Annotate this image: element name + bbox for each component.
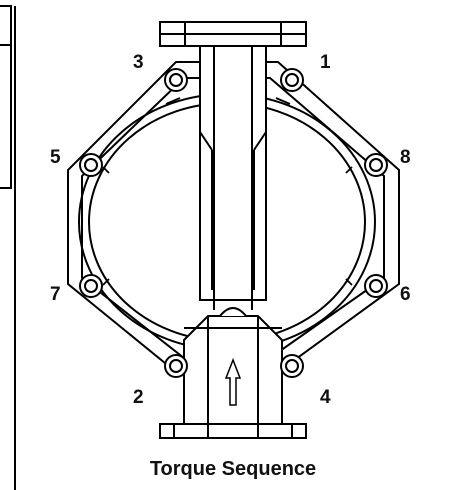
bolt-label-2: 2	[133, 387, 144, 408]
flow-arrow-icon	[224, 357, 242, 406]
bolt-2	[164, 354, 188, 378]
bolt-3	[164, 68, 188, 92]
bolt-label-8: 8	[400, 147, 411, 168]
diagram-caption: Torque Sequence	[150, 458, 316, 480]
left-frame-fragment	[0, 5, 16, 490]
bolt-label-4: 4	[320, 387, 331, 408]
ring-lugs	[102, 97, 353, 286]
bolt-label-1: 1	[320, 52, 331, 73]
bolt-6	[364, 274, 388, 298]
bolt-label-7: 7	[50, 284, 61, 305]
bolt-label-5: 5	[50, 147, 61, 168]
valve-stem	[198, 29, 268, 310]
bolt-label-3: 3	[133, 52, 144, 73]
bolt-8	[364, 153, 388, 177]
top-flange	[159, 21, 307, 47]
bottom-flange	[159, 423, 307, 439]
bolt-1	[280, 68, 304, 92]
bolt-4	[280, 354, 304, 378]
bolt-label-6: 6	[400, 284, 411, 305]
bolt-7	[79, 274, 103, 298]
bolt-5	[79, 153, 103, 177]
